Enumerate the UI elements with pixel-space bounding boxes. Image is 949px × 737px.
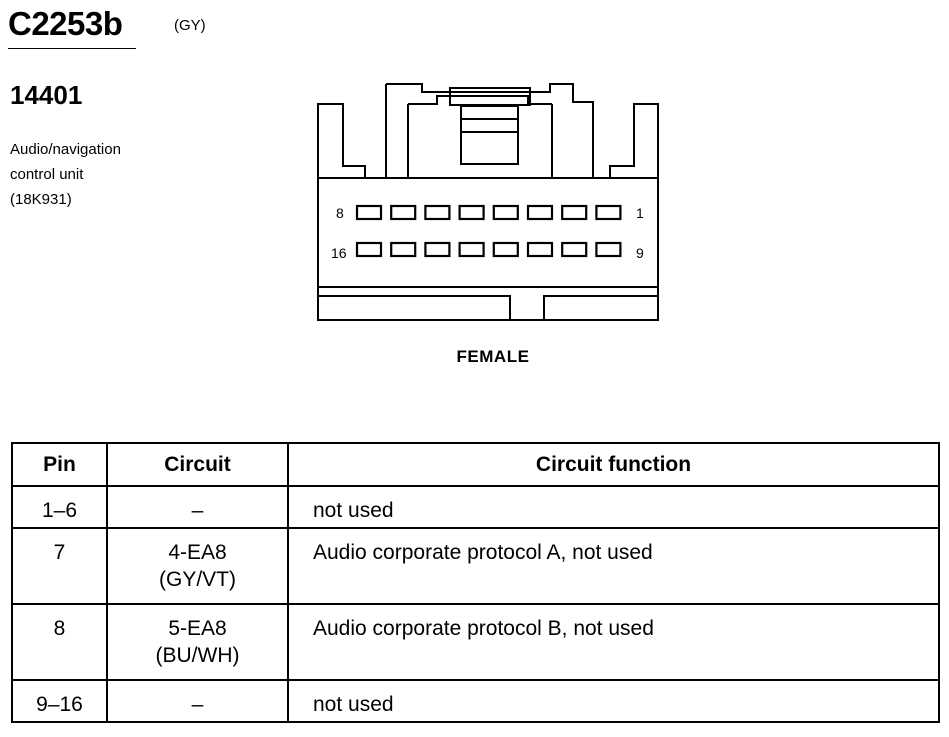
pin-cavity — [424, 204, 451, 221]
circuit-cell: – — [106, 679, 289, 723]
circuit-id: 5-EA8 — [168, 617, 227, 640]
part-number: 14401 — [10, 80, 83, 110]
table-row: 1–6 – not used — [11, 485, 940, 529]
latch-block — [460, 118, 519, 133]
pin-cell: 8 — [11, 603, 108, 681]
header-circuit-function: Circuit function — [287, 442, 940, 487]
pin-cavity — [458, 204, 485, 221]
function-cell: not used — [287, 485, 940, 529]
pin-cavity — [424, 241, 451, 258]
latch-tab — [449, 87, 531, 106]
pin-cavity — [492, 204, 519, 221]
pin-row-bottom — [355, 241, 622, 258]
header-circuit: Circuit — [106, 442, 289, 487]
pin-label-top-right: 1 — [636, 205, 644, 221]
circuit-cell: – — [106, 485, 289, 529]
pin-cell: 7 — [11, 527, 108, 605]
connector-face-diagram: 8 1 16 9 — [317, 83, 659, 321]
part-description: Audio/navigation control unit (18K931) — [10, 137, 121, 212]
connector-shoulder-left — [317, 103, 366, 178]
connector-id-underline — [8, 48, 136, 49]
circuit-cell: 5-EA8 (BU/WH) — [106, 603, 289, 681]
circuit-id: 4-EA8 — [168, 541, 227, 564]
latch-block — [460, 131, 519, 165]
circuit-wire-color: (GY/VT) — [159, 568, 236, 591]
pin-cavity — [390, 241, 417, 258]
function-cell: Audio corporate protocol A, not used — [287, 527, 940, 605]
pin-label-bottom-right: 9 — [636, 245, 644, 261]
pin-label-top-left: 8 — [336, 205, 344, 221]
table-row: 9–16 – not used — [11, 679, 940, 723]
pin-cavity — [526, 241, 554, 258]
pin-cavity — [492, 241, 519, 258]
pin-cavity — [595, 241, 622, 258]
pin-cavity — [390, 204, 417, 221]
part-description-line: control unit — [10, 166, 84, 183]
pin-cell: 1–6 — [11, 485, 108, 529]
pin-cavity — [561, 204, 588, 221]
pin-label-bottom-left: 16 — [331, 245, 347, 261]
part-description-line: Audio/navigation — [10, 141, 121, 158]
table-row: 8 5-EA8 (BU/WH) Audio corporate protocol… — [11, 603, 940, 681]
connector-gender-label: FEMALE — [456, 347, 530, 366]
table-row: 7 4-EA8 (GY/VT) Audio corporate protocol… — [11, 527, 940, 605]
pin-cavity — [458, 241, 485, 258]
table-header-row: Pin Circuit Circuit function — [11, 442, 940, 487]
circuit-cell: 4-EA8 (GY/VT) — [106, 527, 289, 605]
circuit-wire-color: (BU/WH) — [155, 644, 240, 667]
circuit-id: – — [191, 499, 204, 522]
connector-color: (GY) — [174, 17, 206, 34]
connector-shoulder-right — [609, 103, 659, 178]
pinout-table: Pin Circuit Circuit function 1–6 – not u… — [11, 442, 940, 723]
part-description-line: (18K931) — [10, 191, 72, 208]
pin-cavity — [526, 204, 554, 221]
function-cell: not used — [287, 679, 940, 723]
connector-latch-inner-left — [408, 95, 552, 105]
connector-latch — [386, 83, 594, 178]
pin-cell: 9–16 — [11, 679, 108, 723]
pin-cavity — [595, 204, 622, 221]
pin-cavity — [355, 204, 383, 221]
pin-row-top — [355, 204, 622, 221]
function-cell: Audio corporate protocol B, not used — [287, 603, 940, 681]
header-pin: Pin — [11, 442, 108, 487]
circuit-id: – — [191, 693, 204, 716]
connector-id: C2253b — [8, 5, 123, 42]
connector-body — [317, 177, 659, 321]
connector-bottom-rail-inner — [318, 295, 658, 320]
pin-cavity — [561, 241, 588, 258]
pin-cavity — [355, 241, 383, 258]
latch-block — [460, 105, 519, 120]
